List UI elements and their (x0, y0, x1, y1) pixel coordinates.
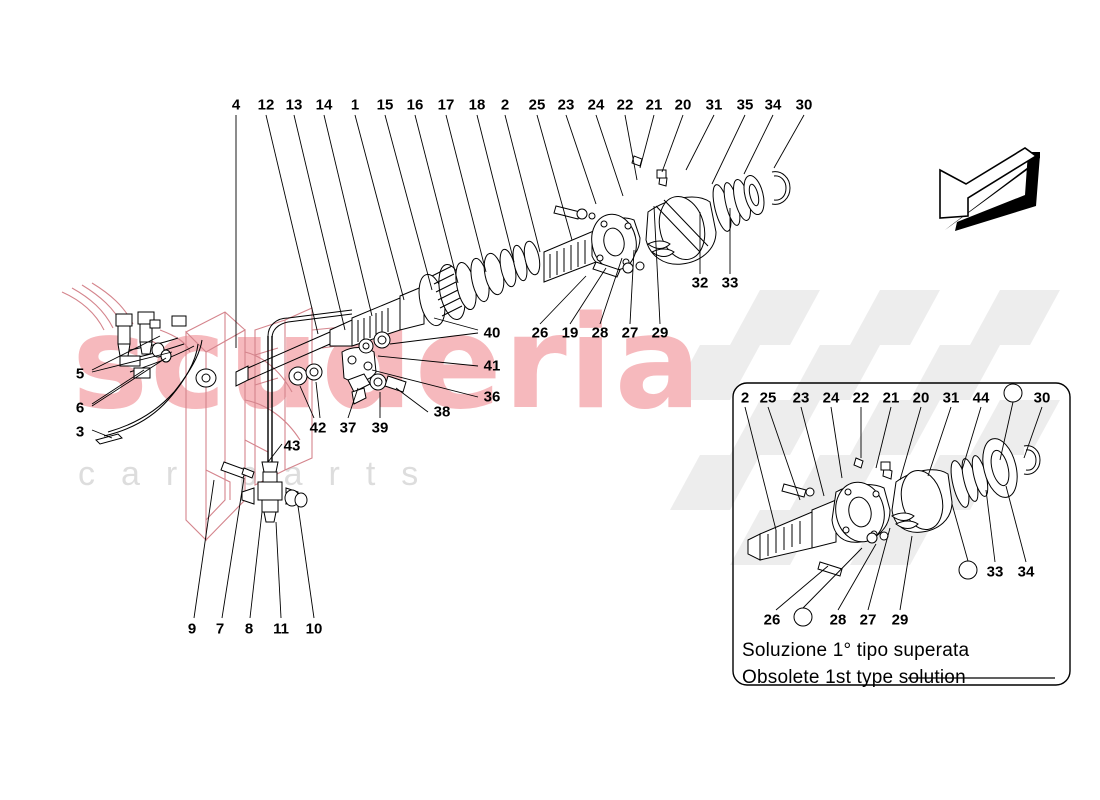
part-number-12: 12 (257, 96, 275, 114)
part-number-5: 5 (75, 365, 85, 383)
part-number-31: 31 (705, 96, 723, 114)
part-number-28: 28 (591, 324, 609, 342)
part-number-33: 33 (986, 563, 1004, 581)
part-number-36: 36 (483, 388, 501, 406)
part-number-23: 23 (557, 96, 575, 114)
part-number-39: 39 (371, 419, 389, 437)
part-number-22: 22 (852, 389, 870, 407)
part-number-26: 26 (763, 611, 781, 629)
part-number-24: 24 (587, 96, 605, 114)
part-number-2: 2 (740, 389, 750, 407)
part-number-43: 43 (283, 437, 301, 455)
part-number-27: 27 (621, 324, 639, 342)
part-number-27: 27 (859, 611, 877, 629)
part-number-11: 11 (273, 620, 289, 638)
part-number-21: 21 (645, 96, 663, 114)
part-number-3: 3 (75, 423, 85, 441)
part-number-13: 13 (285, 96, 303, 114)
part-number-40: 40 (483, 324, 501, 342)
inset-caption-english: Obsolete 1st type solution (742, 667, 966, 688)
part-number-20: 20 (674, 96, 692, 114)
part-number-2: 2 (500, 96, 510, 114)
part-number-32: 32 (691, 274, 709, 292)
part-number-33: 33 (721, 274, 739, 292)
part-number-23: 23 (792, 389, 810, 407)
part-number-17: 17 (437, 96, 455, 114)
part-number-25: 25 (759, 389, 777, 407)
part-number-30: 30 (795, 96, 813, 114)
part-number-20: 20 (912, 389, 930, 407)
part-number-15: 15 (376, 96, 394, 114)
part-number-18: 18 (468, 96, 486, 114)
part-number-41: 41 (483, 357, 501, 375)
part-number-6: 6 (75, 399, 85, 417)
part-number-16: 16 (406, 96, 424, 114)
part-number-28: 28 (829, 611, 847, 629)
part-number-31: 31 (942, 389, 960, 407)
part-number-34: 34 (1017, 563, 1035, 581)
part-number-21: 21 (882, 389, 900, 407)
part-number-10: 10 (305, 620, 323, 638)
part-number-26: 26 (531, 324, 549, 342)
part-number-30: 30 (1033, 389, 1051, 407)
part-number-38: 38 (433, 403, 451, 421)
part-number-35: 35 (736, 96, 754, 114)
part-number-9: 9 (187, 620, 197, 638)
part-number-1: 1 (350, 96, 360, 114)
part-number-24: 24 (822, 389, 840, 407)
part-number-8: 8 (244, 620, 254, 638)
part-number-29: 29 (891, 611, 909, 629)
part-number-7: 7 (215, 620, 225, 638)
part-number-44: 44 (972, 389, 990, 407)
part-number-34: 34 (764, 96, 782, 114)
part-number-22: 22 (616, 96, 634, 114)
inset-caption-italian: Soluzione 1° tipo superata (742, 640, 970, 661)
part-number-4: 4 (231, 96, 241, 114)
part-number-42: 42 (309, 419, 327, 437)
part-number-29: 29 (651, 324, 669, 342)
part-number-19: 19 (561, 324, 579, 342)
part-number-14: 14 (315, 96, 333, 114)
part-number-25: 25 (528, 96, 546, 114)
part-number-37: 37 (339, 419, 357, 437)
